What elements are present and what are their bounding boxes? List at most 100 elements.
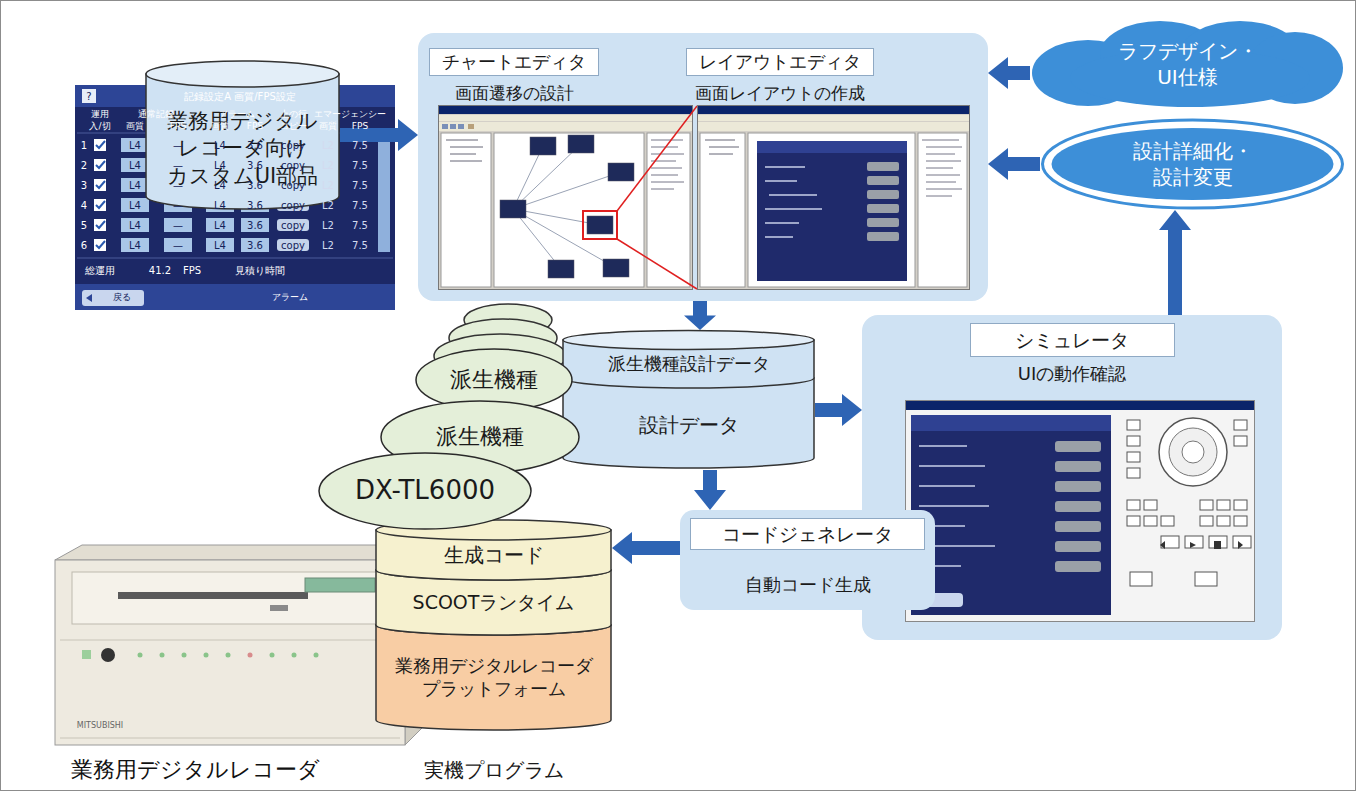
screen-text: 記録設定A 画質/FPS設定 — [184, 91, 296, 102]
screen-text: L4 — [214, 180, 226, 191]
layout-editor-screenshot-part-part — [926, 175, 960, 176]
simulator-screenshot-part-part — [1217, 516, 1230, 526]
recorder-illustration-part — [60, 640, 400, 641]
recorder-screen-part-part — [96, 141, 105, 148]
simulator-screenshot-part — [911, 415, 1111, 615]
chart-editor-screenshot-part-part — [513, 209, 616, 268]
chart-editor-screenshot-part-part — [651, 182, 684, 183]
screen-text: 運用 — [91, 110, 109, 120]
recorder-illustration-part — [314, 653, 319, 658]
node-cloud: ラフデザイン・ UI仕様 — [1030, 18, 1345, 108]
recorder-screen-part-part — [121, 138, 149, 152]
simulator-screenshot-part-part — [1234, 420, 1247, 430]
screen-text: 7.5 — [352, 220, 368, 231]
screen-text: copy — [281, 140, 305, 151]
screen-text: 上の行 — [280, 110, 307, 120]
layout-editor-screenshot-part — [700, 133, 745, 287]
simulator-screenshot-part-part — [1200, 516, 1213, 526]
layout-editor-screenshot-part — [709, 147, 739, 148]
recorder-illustration-part — [270, 605, 288, 611]
layout-editor-screenshot-part-part — [765, 180, 797, 182]
chart-editor-screenshot-part — [468, 124, 474, 129]
recorder-screen-part — [82, 89, 96, 103]
simulator-screenshot-part-part — [1200, 500, 1213, 510]
screen-text: 6 — [81, 240, 87, 251]
editor-title: レイアウトエディタ — [686, 48, 874, 76]
layout-editor-screenshot-part-part — [867, 204, 899, 213]
block-arrow — [684, 301, 716, 330]
node-editor: レイアウトエディタ画面レイアウトの作成 — [697, 41, 982, 296]
chart-editor-screenshot-part-part — [513, 172, 621, 209]
chart-editor-screenshot-part — [439, 115, 692, 121]
screen-text: copy — [281, 160, 305, 171]
screen-text: — — [173, 160, 183, 171]
screen-text: 画質 — [319, 122, 337, 132]
simulator-screenshot-part — [906, 401, 1255, 622]
simulator-screenshot-part-part — [1055, 461, 1101, 472]
block-arrow — [988, 148, 1040, 180]
chart-editor-screenshot-part — [450, 147, 483, 148]
cylinder-label: 設計データ — [562, 413, 815, 437]
simulator-screenshot-part-part — [1217, 500, 1230, 510]
simulator-screenshot-part — [1160, 541, 1243, 549]
screen-text: アラーム — [219, 110, 255, 120]
layout-editor-screenshot-part-part — [867, 162, 899, 171]
screen-text: copy — [281, 240, 305, 251]
screen-text: 4 — [81, 200, 87, 211]
layout-editor-screenshot-part-part — [765, 166, 805, 168]
chart-editor-screenshot-part-part — [651, 154, 684, 155]
recorder-screen-part — [94, 218, 309, 232]
simulator-screenshot-part-part — [919, 485, 975, 487]
simulator-screenshot-part-part — [1055, 561, 1101, 572]
chart-editor-screenshot-part — [617, 106, 697, 211]
chart-editor-screenshot-part — [450, 124, 456, 129]
recorder-illustration-part — [182, 653, 187, 658]
screen-text: 1 — [81, 140, 87, 151]
screen-text: 7.5 — [352, 240, 368, 251]
screen-text: L4 — [214, 240, 226, 251]
screen-text: 2 — [81, 160, 87, 171]
layout-editor-screenshot-part-part — [926, 182, 956, 183]
chart-editor-screenshot-part-part — [513, 146, 543, 209]
chart-editor-screenshot-part-part — [568, 135, 594, 153]
recorder-screen-part — [86, 294, 92, 302]
layout-editor-screenshot-part-part — [765, 222, 799, 224]
chart-editor-screenshot-part — [494, 133, 644, 287]
screen-text: L4 — [129, 240, 141, 251]
simulator-screenshot-part-part — [1127, 420, 1140, 430]
chart-editor-screenshot-part-part — [651, 189, 674, 190]
screen-text: L2 — [322, 200, 334, 211]
node-oval2: 設計詳細化・ 設計変更 — [1040, 118, 1345, 210]
screen-text: FPS — [247, 122, 263, 132]
screen-text: 7.5 — [352, 160, 368, 171]
chart-editor-screenshot-part — [513, 144, 621, 269]
screen-text: copy — [281, 220, 305, 231]
chart-editor-screenshot-part-part — [608, 163, 634, 181]
screen-text: — — [173, 200, 183, 211]
screen-text: 入/切 — [89, 122, 110, 132]
chart-editor-screenshot-part — [450, 161, 482, 162]
layout-editor-screenshot-part — [757, 141, 907, 281]
screen-text: L4 — [129, 200, 141, 211]
layout-editor-screenshot-part — [705, 140, 735, 141]
recorder-illustration-part — [101, 648, 115, 662]
screen-text: アラーム — [272, 293, 308, 303]
simulator-screenshot-part-part — [1144, 516, 1157, 526]
chart-editor-screenshot-part-part — [603, 259, 629, 277]
simulator-screenshot-part-part — [1234, 500, 1247, 510]
simulator-screenshot-part-part — [919, 445, 967, 447]
editor-subtitle: 画面遷移の設計 — [455, 83, 574, 103]
screen-text: L4 — [129, 160, 141, 171]
gen-header-group: コードジェネレータ — [690, 518, 925, 550]
screen-text: — — [173, 240, 183, 251]
screen-text: FPS — [183, 265, 201, 276]
simulator-screenshot-part-part — [1234, 436, 1247, 446]
node-stack: 生成コードSCOOTランタイム業務用デジタルレコーダ プラットフォーム実機プログ… — [375, 520, 612, 782]
recorder-illustration-part — [160, 653, 165, 658]
screen-text: L2 — [322, 140, 334, 151]
recorder-screen-part-part — [277, 139, 309, 151]
simulator-screenshot-part-part — [919, 505, 989, 507]
screen-text: L2 — [322, 180, 334, 191]
editor-title: チャートエディタ — [429, 48, 599, 76]
model-label: 派生機種 — [380, 424, 580, 450]
